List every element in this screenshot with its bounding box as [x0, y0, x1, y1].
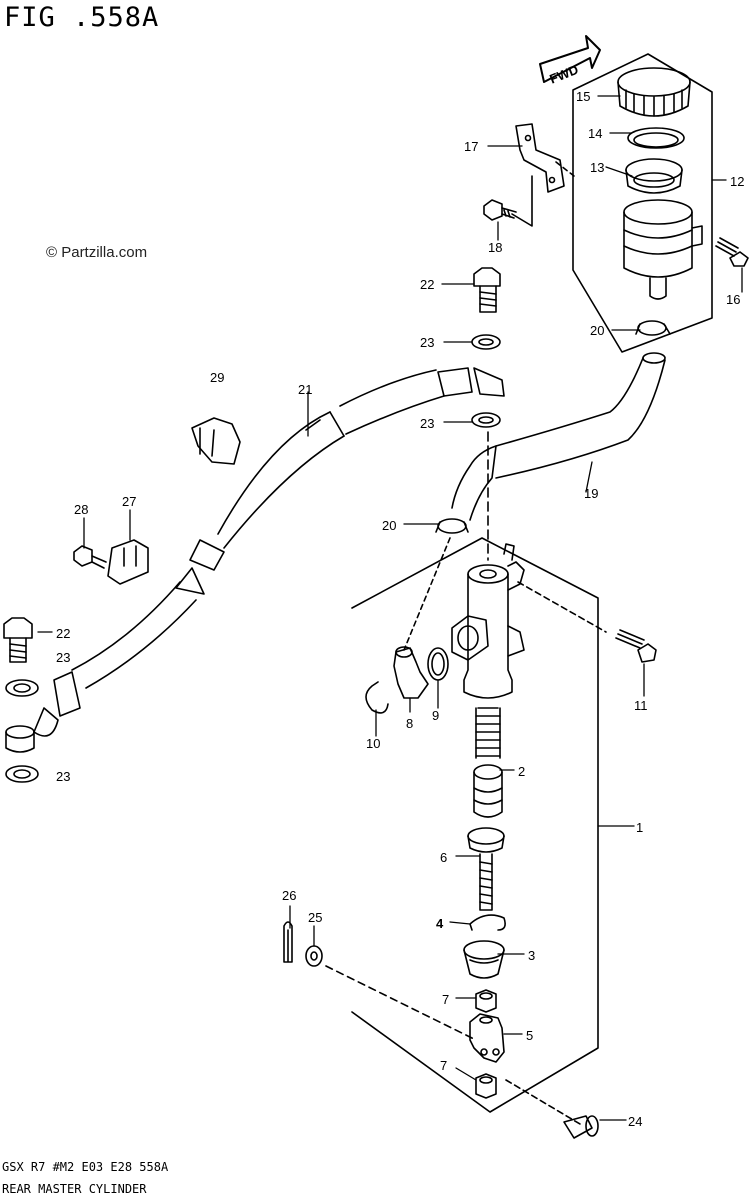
callout-24: 24 — [628, 1114, 642, 1129]
piston-spring-assembly — [473, 707, 503, 818]
callout-23-b: 23 — [420, 416, 434, 431]
callout-15: 15 — [576, 89, 590, 104]
callout-23-d: 23 — [56, 769, 70, 784]
clevis-pin-guide-line-1 — [325, 965, 477, 1041]
callout-13: 13 — [590, 160, 604, 175]
reservoir-hose — [451, 352, 666, 521]
reservoir-tank-body — [623, 199, 703, 300]
clevis-pin — [563, 1115, 599, 1139]
callout-18: 18 — [488, 240, 502, 255]
reservoir-diaphragm — [625, 158, 683, 194]
brake-hose — [33, 367, 505, 737]
callout-23-a: 23 — [420, 335, 434, 350]
reservoir-joint-screw — [615, 629, 657, 663]
diaphragm-plate — [627, 127, 685, 149]
callout-16: 16 — [726, 292, 740, 307]
clevis-pin-guide-line-2 — [505, 1079, 581, 1125]
figure-title: FIG .558A — [4, 2, 160, 33]
push-rod-circlip — [469, 914, 506, 931]
hose-clamp-27 — [107, 539, 149, 585]
hose-clamp-29 — [191, 417, 241, 465]
washer-upper-1 — [471, 334, 501, 350]
union-bolt-upper — [473, 267, 501, 313]
push-rod-boot — [463, 940, 505, 979]
callout-14: 14 — [588, 126, 602, 141]
callout-leader-lines — [37, 95, 743, 1121]
cotter-pin — [283, 921, 293, 963]
callout-28: 28 — [74, 502, 88, 517]
reservoir-group-frame — [572, 53, 713, 353]
reservoir-bracket — [515, 123, 565, 193]
footer-assembly-name: REAR MASTER CYLINDER — [2, 1182, 147, 1196]
hose-joint — [393, 646, 429, 699]
callout-29: 29 — [210, 370, 224, 385]
partzilla-watermark: © Partzilla.com — [46, 244, 148, 261]
hose-banjo-end — [5, 725, 35, 753]
callout-26: 26 — [282, 888, 296, 903]
hose-clip-lower — [435, 518, 469, 534]
fwd-arrow-badge: FWD — [539, 35, 601, 87]
callout-6: 6 — [440, 850, 447, 865]
clamp-bolt — [73, 545, 107, 569]
clevis-pin-washer — [305, 945, 323, 967]
callout-7-lower: 7 — [440, 1058, 447, 1073]
bracket-guide-line — [555, 161, 575, 177]
callout-2: 2 — [518, 764, 525, 779]
callout-8: 8 — [406, 716, 413, 731]
callout-19: 19 — [584, 486, 598, 501]
callout-3: 3 — [528, 948, 535, 963]
bracket-bolt — [483, 199, 517, 221]
callout-20-lower: 20 — [382, 518, 396, 533]
union-bolt-lower — [3, 617, 33, 663]
hose-guide-line — [403, 537, 451, 651]
footer-figure-code: GSX R7 #M2 E03 E28 558A — [2, 1160, 169, 1174]
reservoir-cap — [617, 67, 691, 117]
lock-nut-upper — [475, 989, 497, 1013]
reservoir-screw — [715, 237, 749, 267]
callout-21: 21 — [298, 382, 312, 397]
callout-23-c: 23 — [56, 650, 70, 665]
callout-5: 5 — [526, 1028, 533, 1043]
callout-4: 4 — [436, 916, 444, 931]
callout-22-upper: 22 — [420, 277, 434, 292]
callout-12: 12 — [730, 174, 744, 189]
callout-7-upper: 7 — [442, 992, 449, 1007]
callout-10: 10 — [366, 736, 380, 751]
washer-upper-2 — [471, 412, 501, 428]
hose-clip-upper — [635, 320, 671, 336]
washer-lower-2 — [5, 765, 39, 783]
callout-1: 1 — [636, 820, 643, 835]
joint-o-ring — [427, 647, 449, 681]
lock-nut-lower — [475, 1073, 497, 1099]
master-cylinder-group-frame — [351, 537, 599, 1113]
bracket-bolt-guide-line — [511, 175, 533, 227]
callout-20-upper: 20 — [590, 323, 604, 338]
callout-22-lower: 22 — [56, 626, 70, 641]
master-cylinder-body — [451, 543, 525, 699]
callout-17: 17 — [464, 139, 478, 154]
callout-25: 25 — [308, 910, 322, 925]
callout-9: 9 — [432, 708, 439, 723]
joint-circlip — [365, 681, 389, 714]
screw-guide-line — [517, 581, 607, 633]
callout-11: 11 — [634, 698, 648, 713]
washer-lower-1 — [5, 679, 39, 697]
callout-27: 27 — [122, 494, 136, 509]
push-rod — [467, 827, 505, 911]
clevis-joint — [469, 1013, 505, 1063]
